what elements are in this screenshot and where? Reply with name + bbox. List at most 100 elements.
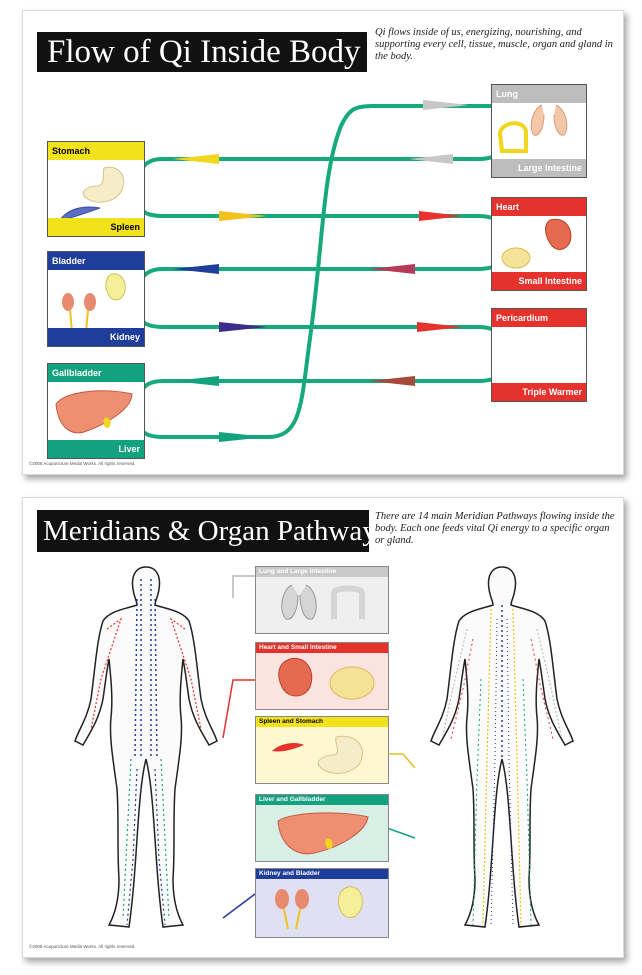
- flow-arrow-heart: [419, 211, 463, 221]
- flow-arrow-gallbladder: [173, 376, 219, 386]
- flow-arrow-triple-warmer: [369, 376, 415, 386]
- spleen-icon: [58, 206, 101, 221]
- poster-title: Flow of Qi Inside Body: [37, 32, 367, 72]
- copyright-notice: ©2008 Acupuncture Media Works. All right…: [29, 944, 136, 949]
- meridian-lung-front: [442, 628, 562, 736]
- panel-spleen-stomach: Spleen and Stomach: [255, 716, 389, 784]
- panel-connectors: [222, 575, 416, 919]
- meridian-small-intestine-back: [90, 617, 123, 730]
- flow-arrow-kidney: [219, 322, 267, 332]
- organ-box-lung-large-intestine: Lung Large Intestine: [491, 84, 587, 178]
- organ-label-triple-warmer: Triple Warmer: [492, 383, 586, 401]
- copyright-notice: ©2008 Acupuncture Media Works. All right…: [29, 461, 136, 466]
- organ-box-bladder-kidney: Bladder Kidney: [47, 251, 145, 347]
- lung-large-intestine-illustration: [281, 584, 365, 620]
- stomach-spleen-illustration: [58, 166, 125, 221]
- organ-label-large-intestine: Large Intestine: [492, 159, 586, 177]
- stomach-icon: [317, 735, 363, 774]
- flow-of-qi-poster: Flow of Qi Inside Body Qi flows inside o…: [22, 10, 624, 475]
- flow-arrow-lung: [423, 100, 469, 110]
- organ-box-heart-small-intestine: Heart Small Intestine: [491, 197, 587, 291]
- kidney-right-icon: [295, 889, 309, 909]
- organ-label-small-intestine: Small Intestine: [492, 272, 586, 290]
- bladder-kidney-illustration: [62, 273, 126, 333]
- liver-icon: [277, 812, 369, 855]
- bladder-icon: [337, 886, 363, 918]
- panel-liver-gallbladder: Liver and Gallbladder: [255, 794, 389, 862]
- connector-lung: [232, 575, 255, 598]
- kidney-bladder-illustration: [275, 886, 363, 930]
- kidney-left-icon: [62, 293, 74, 311]
- organ-label-stomach: Stomach: [48, 142, 144, 160]
- kidney-right-icon: [84, 293, 96, 311]
- connector-kidney: [222, 893, 256, 919]
- meridian-triple-warmer-back: [169, 617, 202, 730]
- body-figure-back: [74, 566, 218, 928]
- panel-kidney-bladder: Kidney and Bladder: [255, 868, 389, 938]
- organ-label-gallbladder: Gallbladder: [48, 364, 144, 382]
- small-intestine-icon: [329, 666, 375, 700]
- organ-label-kidney: Kidney: [48, 328, 144, 346]
- flow-arrow-pericardium: [417, 322, 463, 332]
- organ-label-lung: Lung: [492, 85, 586, 103]
- flow-arrow-large-intestine: [409, 154, 453, 164]
- liver-icon: [55, 390, 133, 434]
- poster-title: Meridians & Organ Pathways: [37, 510, 388, 552]
- lung-large-intestine-illustration: [497, 104, 568, 153]
- heart-small-intestine-illustration: [501, 218, 572, 269]
- large-intestine-icon: [497, 121, 528, 153]
- organ-label-liver: Liver: [48, 440, 144, 458]
- panel-label-kidney: Kidney and Bladder: [256, 869, 388, 879]
- panel-label-spleen: Spleen and Stomach: [256, 717, 388, 727]
- large-intestine-icon: [331, 585, 365, 619]
- flow-arrow-small-intestine: [369, 264, 415, 274]
- meridians-poster: Meridians & Organ Pathways There are 14 …: [22, 497, 624, 958]
- organ-label-pericardium: Pericardium: [492, 309, 586, 327]
- panel-heart-small-intestine: Heart and Small Intestine: [255, 642, 389, 710]
- lung-icon: [281, 584, 317, 620]
- meridian-stomach-front: [482, 608, 522, 926]
- gallbladder-icon: [103, 417, 111, 428]
- kidney-left-icon: [275, 889, 289, 909]
- ureter-lines: [283, 908, 301, 930]
- meridian-bladder-back: [134, 579, 158, 760]
- poster-tagline: There are 14 main Meridian Pathways flow…: [375, 511, 615, 546]
- body-figure-front: [430, 566, 574, 928]
- spleen-icon: [272, 743, 304, 752]
- organ-label-spleen: Spleen: [48, 218, 144, 236]
- organ-label-heart: Heart: [492, 198, 586, 216]
- panel-label-heart: Heart and Small Intestine: [256, 643, 388, 653]
- flow-arrow-bladder: [173, 264, 219, 274]
- lung-icon: [530, 104, 568, 136]
- flow-arrow-liver: [219, 432, 267, 442]
- stomach-icon: [82, 166, 125, 203]
- meridian-bladder-legs-back: [126, 768, 166, 926]
- panel-label-lung: Lung and Large Intestine: [256, 567, 388, 577]
- heart-icon: [545, 218, 572, 250]
- gallbladder-liver-illustration: [55, 390, 133, 434]
- flow-arrow-spleen: [219, 211, 267, 221]
- organ-box-pericardium-triple-warmer: Pericardium Triple Warmer: [491, 308, 587, 402]
- meridian-heart-front: [450, 638, 554, 740]
- panel-label-liver: Liver and Gallbladder: [256, 795, 388, 805]
- spleen-stomach-illustration: [272, 735, 363, 774]
- small-intestine-icon: [501, 247, 531, 269]
- meridian-gallbladder-back: [122, 758, 170, 920]
- connector-liver: [386, 827, 416, 839]
- meridian-kidney-front: [490, 618, 514, 926]
- panel-lung-large-intestine: Lung and Large Intestine: [255, 566, 389, 634]
- connector-spleen: [387, 753, 416, 769]
- heart-icon: [278, 657, 313, 697]
- connector-heart: [222, 679, 255, 739]
- organ-box-gallbladder-liver: Gallbladder Liver: [47, 363, 145, 459]
- bladder-icon: [105, 273, 126, 301]
- liver-gallbladder-illustration: [277, 812, 369, 855]
- organ-label-bladder: Bladder: [48, 252, 144, 270]
- gallbladder-icon: [325, 838, 333, 849]
- poster-tagline: Qi flows inside of us, energizing, nouri…: [375, 27, 613, 62]
- meridian-liver-front: [472, 678, 532, 926]
- flow-arrow-stomach: [173, 154, 219, 164]
- heart-small-intestine-illustration: [278, 657, 375, 700]
- organ-box-stomach-spleen: Stomach Spleen: [47, 141, 145, 237]
- body-outline-back: [74, 566, 218, 928]
